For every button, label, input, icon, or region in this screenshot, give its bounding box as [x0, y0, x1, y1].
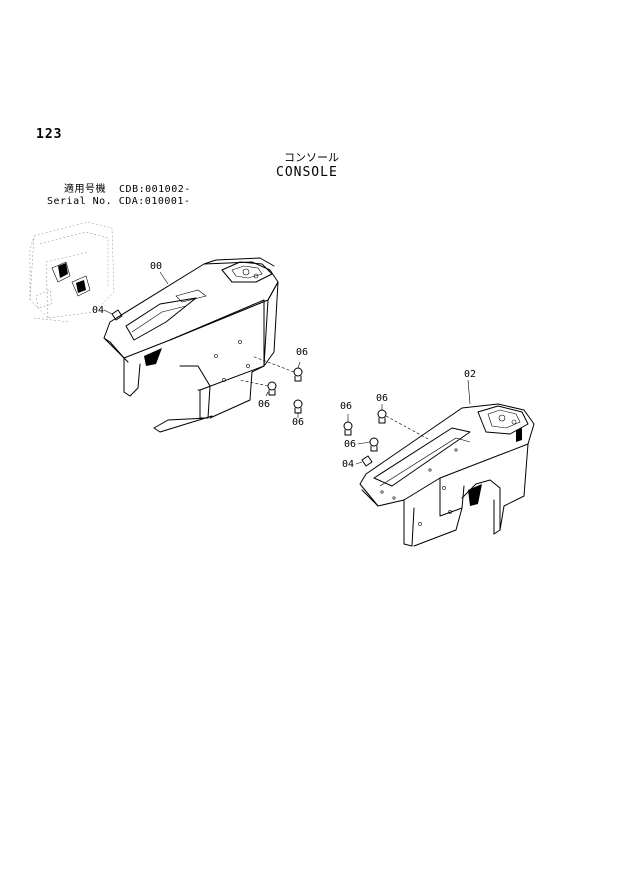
serial-number-english: Serial No. CDA:010001- — [47, 196, 191, 207]
console-assembly-00 — [103, 257, 279, 433]
callout-06: 06 — [258, 399, 271, 410]
fasteners-upper — [103, 309, 303, 418]
callout-06: 06 — [344, 439, 357, 450]
title-english: CONSOLE — [276, 165, 338, 180]
callout-04: 04 — [92, 305, 105, 316]
callout-04: 04 — [342, 459, 355, 470]
cab-location-thumbnail — [29, 221, 115, 323]
fasteners-lower — [343, 404, 431, 467]
callout-06: 06 — [376, 393, 389, 404]
callout-02: 02 — [464, 369, 477, 380]
callout-06: 06 — [292, 417, 305, 428]
title-japanese: コンソール — [284, 151, 339, 164]
callout-06: 06 — [296, 347, 309, 358]
console-frame-02 — [359, 379, 535, 547]
serial-applicable-japanese: 適用号機 CDB:001002- — [64, 184, 191, 195]
callout-06: 06 — [340, 401, 353, 412]
page-number: 123 — [36, 127, 63, 142]
callout-00: 00 — [150, 261, 163, 272]
